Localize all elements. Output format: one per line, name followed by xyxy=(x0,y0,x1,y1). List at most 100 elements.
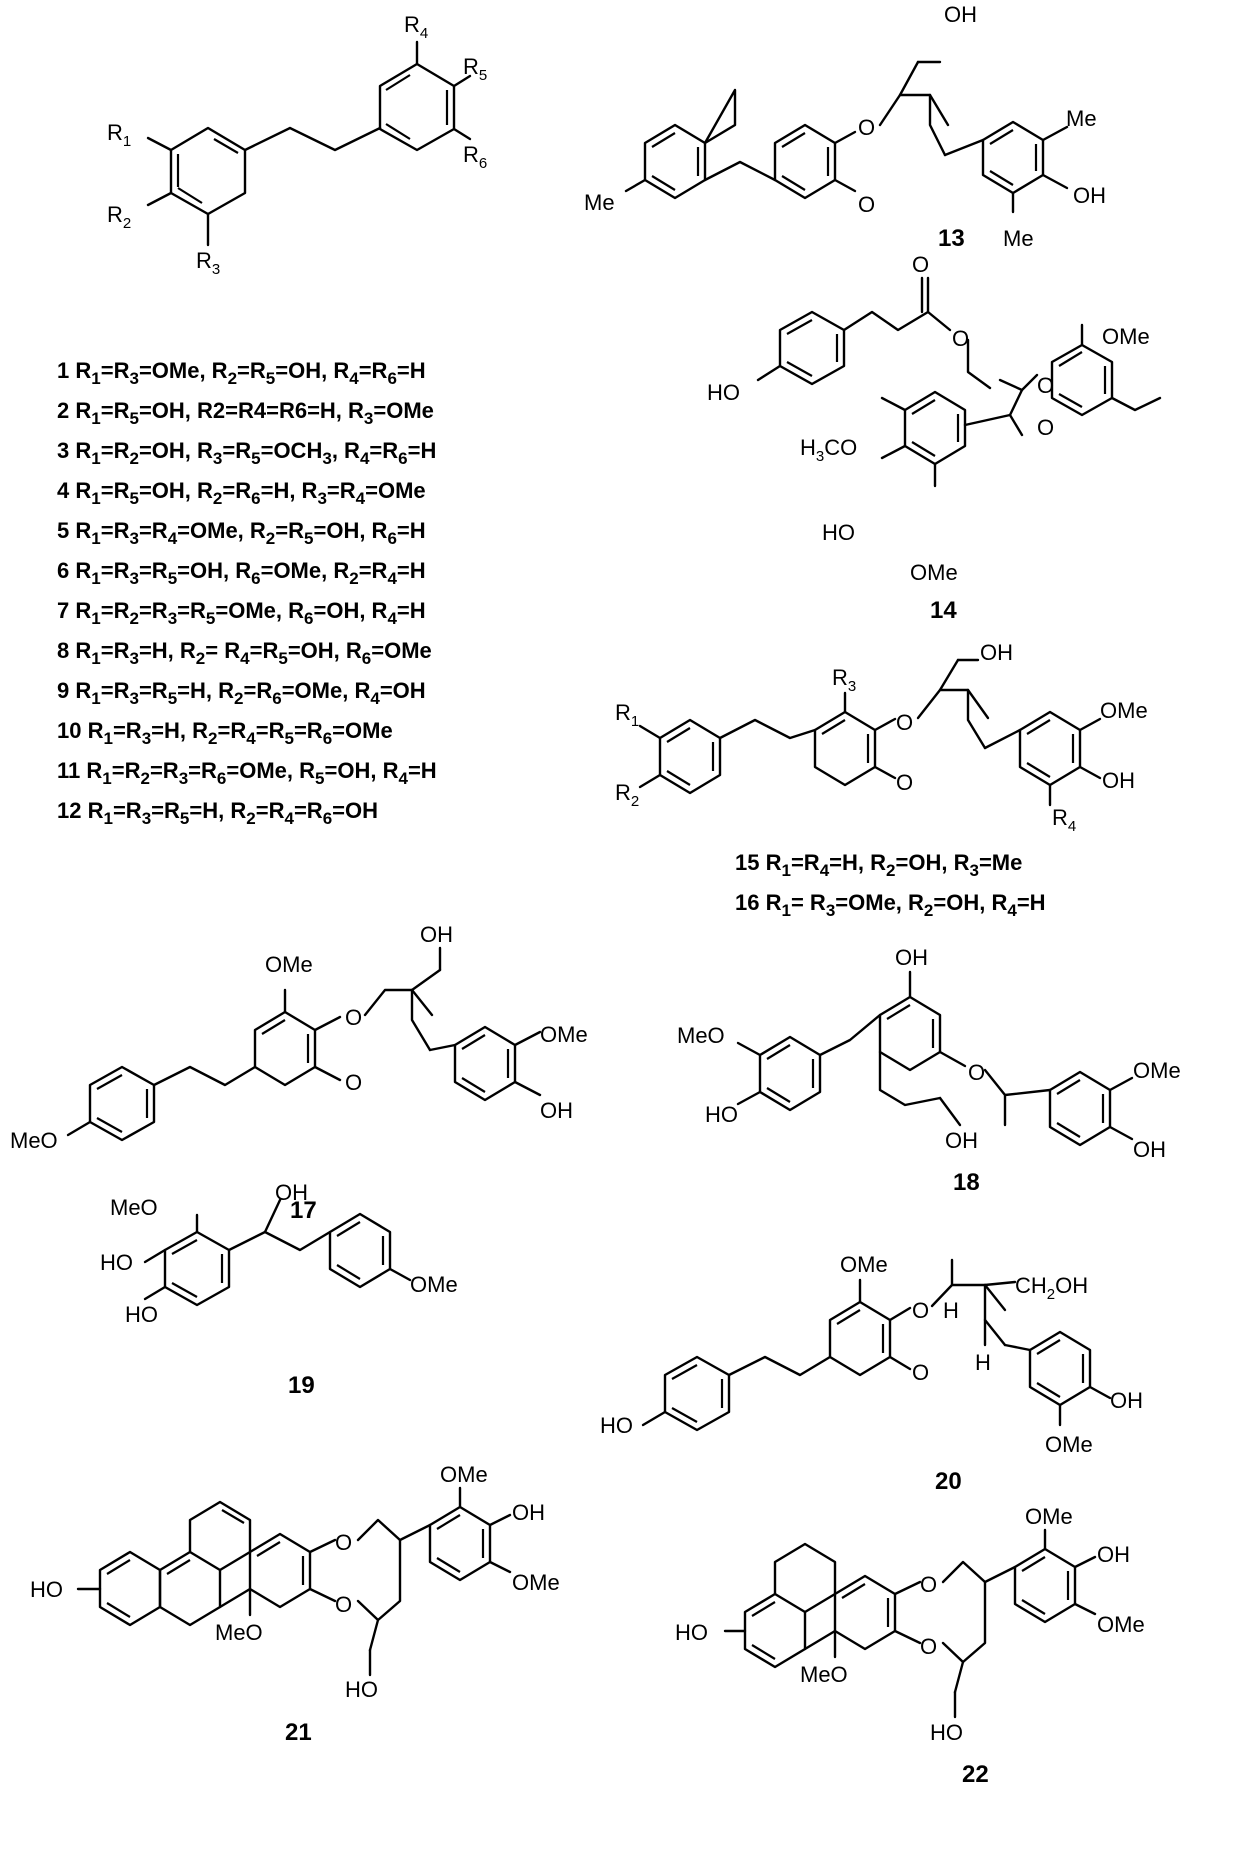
label-meo: MeO xyxy=(215,1620,263,1645)
label-ho: HO xyxy=(600,1413,633,1438)
label-o-ring: O xyxy=(345,1070,362,1095)
label-oh: OH xyxy=(944,2,977,27)
compound-14: O O HO O OMe O H3CO HO OMe 14 xyxy=(707,252,1162,624)
label-o-ring: O xyxy=(335,1530,352,1555)
template-scaffold-structure: R1 R2 R3 R4 R5 R6 xyxy=(107,12,487,278)
label-meo: MeO xyxy=(10,1128,58,1153)
label-o-ring: O xyxy=(896,710,913,735)
label-ho: HO xyxy=(707,380,740,405)
label-ho: HO xyxy=(705,1102,738,1127)
label-oh: OH xyxy=(895,945,928,970)
label-ome: OMe xyxy=(1100,698,1148,723)
label-o-ring: O xyxy=(896,770,913,795)
label-r2: R2 xyxy=(615,780,639,810)
label-ome: OMe xyxy=(540,1022,588,1047)
label-o-ring: O xyxy=(920,1572,937,1597)
label-oh: OH xyxy=(1097,1542,1130,1567)
label-o-ester: O xyxy=(952,326,969,351)
label-o-ring: O xyxy=(345,1005,362,1030)
label-o-ring: O xyxy=(968,1060,985,1085)
label-oh: OH xyxy=(1133,1137,1166,1162)
label-oh: OH xyxy=(275,1180,308,1205)
label-ome: OMe xyxy=(1025,1504,1073,1529)
label-oh: OH xyxy=(540,1098,573,1123)
compound-number: 21 xyxy=(285,1719,312,1746)
label-r1: R1 xyxy=(615,700,639,730)
label-r4: R4 xyxy=(404,12,428,42)
label-r1: R1 xyxy=(107,120,131,150)
compound-15-row: 15 R1=R4=H, R2=OH, R3=Me xyxy=(735,850,1022,880)
label-me: Me xyxy=(1066,106,1097,131)
compound-15-16: R3 OH O O OMe OH R4 R1 R2 15 R1=R4=H, R2… xyxy=(615,640,1148,920)
label-ome: OMe xyxy=(910,560,958,585)
compound-number: 22 xyxy=(962,1761,989,1788)
compound-number: 19 xyxy=(288,1372,315,1399)
table-row-2: 2 R1=R5=OH, R2=R4=R6=H, R3=OMe xyxy=(57,398,434,428)
compound-16-row: 16 R1= R3=OMe, R2=OH, R4=H xyxy=(735,890,1046,920)
label-ho: HO xyxy=(930,1720,963,1745)
table-row-12: 12 R1=R3=R5=H, R2=R4=R6=OH xyxy=(57,798,378,828)
label-o-ring: O xyxy=(858,192,875,217)
label-r3: R3 xyxy=(832,665,856,695)
compound-number: 18 xyxy=(953,1169,980,1196)
label-o: O xyxy=(912,252,929,277)
label-ome: OMe xyxy=(440,1462,488,1487)
compound-13: OH O O Me OH Me Me 13 xyxy=(584,2,1106,252)
label-oh: OH xyxy=(1102,768,1135,793)
compound-19: MeO HO HO OH OMe 19 xyxy=(100,1180,458,1399)
table-row-10: 10 R1=R3=H, R2=R4=R5=R6=OMe xyxy=(57,718,393,748)
label-r3: R3 xyxy=(196,248,220,278)
label-meo: MeO xyxy=(800,1662,848,1687)
substituent-table: 1 R1=R3=OMe, R2=R5=OH, R4=R6=H 2 R1=R5=O… xyxy=(57,358,437,828)
label-ho: HO xyxy=(30,1577,63,1602)
label-me: Me xyxy=(584,190,615,215)
compound-21: HO MeO O O HO OMe OH OMe 21 xyxy=(30,1462,560,1746)
label-ome: OMe xyxy=(840,1252,888,1277)
label-o-ring: O xyxy=(1037,415,1054,440)
table-row-3: 3 R1=R2=OH, R3=R5=OCH3, R4=R6=H xyxy=(57,438,436,468)
label-ome: OMe xyxy=(1133,1058,1181,1083)
table-row-11: 11 R1=R2=R3=R6=OMe, R5=OH, R4=H xyxy=(57,758,437,788)
label-h: H xyxy=(975,1350,991,1375)
label-ho: HO xyxy=(345,1677,378,1702)
compound-number: 14 xyxy=(930,597,957,624)
label-oh: OH xyxy=(1110,1388,1143,1413)
label-ho: HO xyxy=(125,1302,158,1327)
label-ome: OMe xyxy=(410,1272,458,1297)
label-h: H xyxy=(943,1298,959,1323)
table-row-7: 7 R1=R2=R3=R5=OMe, R6=OH, R4=H xyxy=(57,598,426,628)
table-row-9: 9 R1=R3=R5=H, R2=R6=OMe, R4=OH xyxy=(57,678,426,708)
label-me: Me xyxy=(1003,226,1034,251)
label-o-ring: O xyxy=(858,115,875,140)
label-oh: OH xyxy=(980,640,1013,665)
label-ome: OMe xyxy=(1102,324,1150,349)
table-row-8: 8 R1=R3=H, R2= R4=R5=OH, R6=OMe xyxy=(57,638,432,668)
label-o-ring: O xyxy=(1037,373,1054,398)
label-r4: R4 xyxy=(1052,805,1076,835)
label-ome: OMe xyxy=(1097,1612,1145,1637)
label-meo: MeO xyxy=(110,1195,158,1220)
compound-17: OMe OH O O OMe OH MeO 17 xyxy=(10,922,588,1224)
table-row-1: 1 R1=R3=OMe, R2=R5=OH, R4=R6=H xyxy=(57,358,426,388)
compound-20: OMe O O H H CH2OH OH OMe HO 20 xyxy=(600,1252,1143,1495)
label-ch2oh: CH2OH xyxy=(1015,1273,1088,1303)
label-oh: OH xyxy=(945,1128,978,1153)
label-ome: OMe xyxy=(512,1570,560,1595)
compound-18: OH O OMe OH OH MeO HO 18 xyxy=(677,945,1181,1196)
label-o-ring: O xyxy=(912,1298,929,1323)
compound-number: 17 xyxy=(290,1197,317,1224)
label-h3co: H3CO xyxy=(800,435,857,465)
label-ho: HO xyxy=(100,1250,133,1275)
label-ome: OMe xyxy=(1045,1432,1093,1457)
label-ho: HO xyxy=(675,1620,708,1645)
label-ho: HO xyxy=(822,520,855,545)
label-o-ring: O xyxy=(335,1592,352,1617)
table-row-5: 5 R1=R3=R4=OMe, R2=R5=OH, R6=H xyxy=(57,518,426,548)
table-row-4: 4 R1=R5=OH, R2=R6=H, R3=R4=OMe xyxy=(57,478,426,508)
label-r6: R6 xyxy=(463,142,487,172)
compound-22: HO MeO O O HO OMe OH OMe 22 xyxy=(675,1504,1145,1788)
table-row-6: 6 R1=R3=R5=OH, R6=OMe, R2=R4=H xyxy=(57,558,426,588)
compound-number: 13 xyxy=(938,225,965,252)
label-oh: OH xyxy=(420,922,453,947)
